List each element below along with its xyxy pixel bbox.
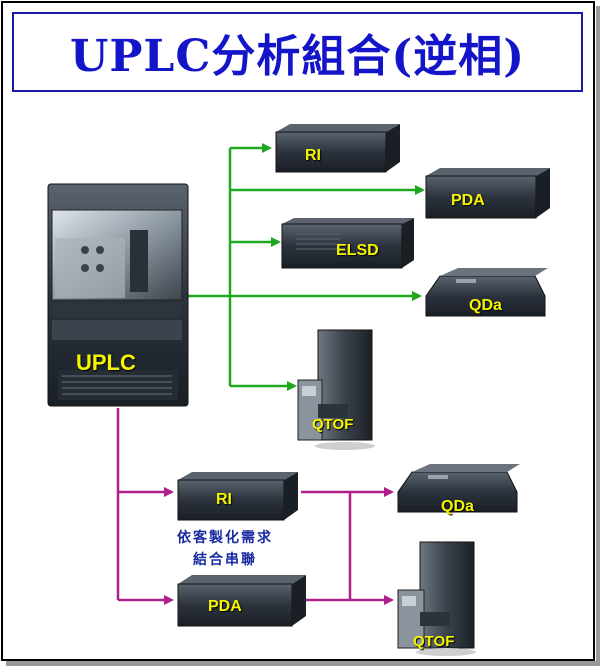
elsd-label: ELSD bbox=[336, 242, 379, 259]
pda-instrument-serial bbox=[177, 575, 306, 627]
ri-instrument-serial bbox=[177, 472, 298, 521]
pda-label-serial: PDA bbox=[208, 598, 242, 615]
uplc-instrument bbox=[47, 183, 189, 407]
ri-label: RI bbox=[305, 147, 321, 164]
pda-label: PDA bbox=[451, 192, 485, 209]
serial-note-line2: 結合串聯 bbox=[193, 552, 257, 568]
green-connectors bbox=[187, 143, 425, 391]
qtof-instrument-serial bbox=[397, 541, 476, 656]
elsd-instrument bbox=[281, 218, 414, 269]
frame-shadow-right bbox=[596, 6, 600, 664]
qda-label-serial: QDa bbox=[441, 498, 474, 515]
ri-label-serial: RI bbox=[216, 491, 232, 508]
page-title: UPLC分析組合(逆相) bbox=[69, 31, 526, 82]
serial-note-line1: 依客製化需求 bbox=[177, 530, 273, 546]
qda-instrument-serial bbox=[397, 464, 520, 513]
frame-shadow-bottom bbox=[6, 661, 600, 666]
qda-instrument bbox=[425, 268, 548, 317]
pda-instrument bbox=[425, 168, 550, 219]
qtof-label: QTOF bbox=[312, 416, 354, 433]
ri-instrument bbox=[275, 124, 400, 173]
qtof-instrument bbox=[297, 329, 375, 450]
uplc-label: UPLC bbox=[76, 350, 136, 375]
magenta-connectors bbox=[116, 408, 394, 605]
qtof-label-serial: QTOF bbox=[413, 633, 455, 650]
title-box: UPLC分析組合(逆相) bbox=[12, 12, 583, 92]
qda-label: QDa bbox=[469, 297, 502, 314]
